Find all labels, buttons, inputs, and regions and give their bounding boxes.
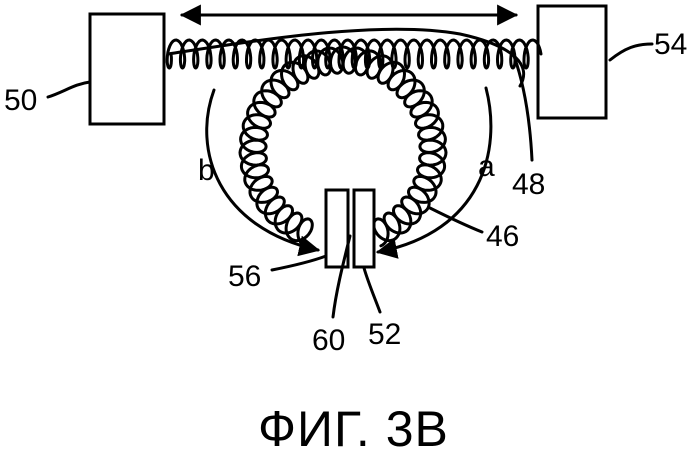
label-56: 56	[228, 260, 261, 293]
plate-52	[354, 190, 374, 267]
leader-54	[610, 44, 652, 60]
block-54	[538, 6, 606, 118]
label-54: 54	[654, 28, 687, 61]
label-50: 50	[4, 84, 37, 117]
leader-52	[364, 268, 380, 312]
leader-56	[272, 256, 326, 270]
label-path-b: b	[198, 154, 215, 187]
label-path-a: a	[478, 150, 495, 183]
block-50	[90, 14, 164, 124]
label-46: 46	[486, 220, 519, 253]
label-52: 52	[368, 318, 401, 351]
figure-caption: ФИГ. 3В	[258, 401, 449, 457]
leader-50	[48, 82, 90, 97]
label-60: 60	[312, 324, 345, 357]
label-48: 48	[512, 168, 545, 201]
